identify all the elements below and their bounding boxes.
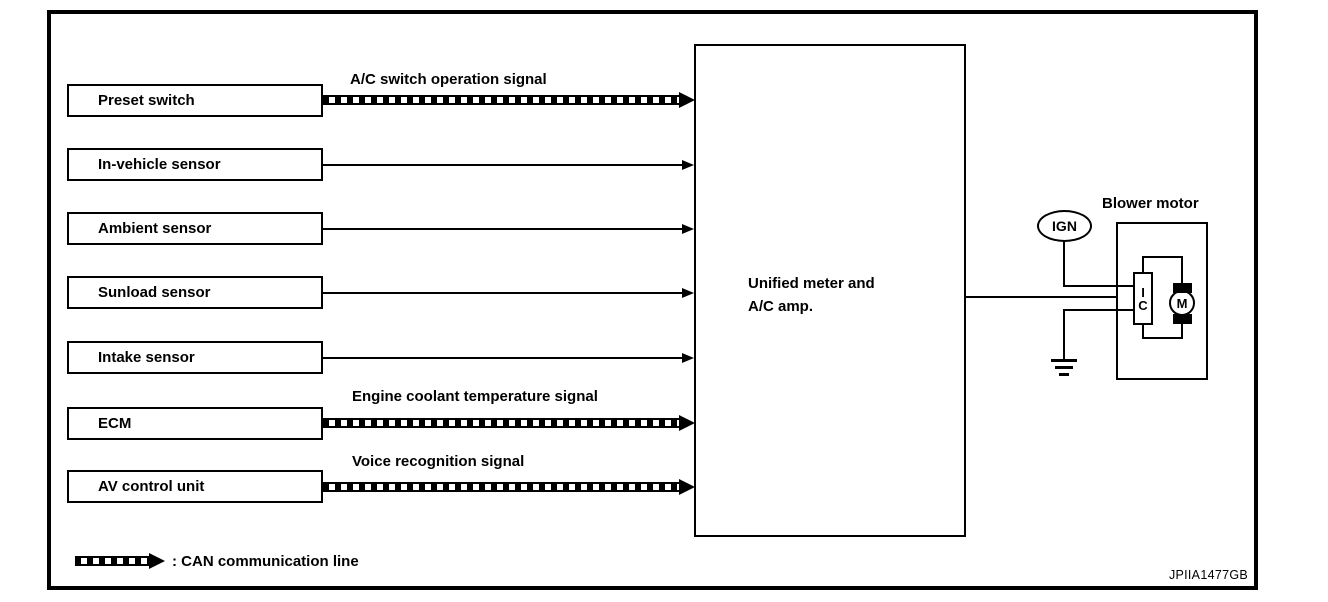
ign-label: IGN xyxy=(1052,218,1077,234)
source-box-ecm: ECM xyxy=(67,407,323,440)
central-unit-label-line2: A/C amp. xyxy=(748,298,814,315)
ign-connector: IGN xyxy=(1037,210,1092,242)
figure-code: JPIIA1477GB xyxy=(1168,568,1248,582)
ground-bar-2 xyxy=(1055,366,1073,369)
source-box-label: ECM xyxy=(98,415,132,432)
legend-can-arrowhead-icon xyxy=(149,553,165,569)
motor-loop-wire-top-left xyxy=(1142,256,1144,273)
source-box-ambient-sensor: Ambient sensor xyxy=(67,212,323,245)
source-box-label: Intake sensor xyxy=(98,349,195,366)
ign-wire-vertical xyxy=(1063,241,1065,287)
ic-label-bottom: C xyxy=(1138,297,1148,313)
source-box-label: Preset switch xyxy=(98,92,195,109)
source-box-label: In-vehicle sensor xyxy=(98,156,221,173)
ground-wire-horizontal xyxy=(1063,309,1135,311)
arrowhead-icon xyxy=(682,353,694,363)
ic-label-top: I xyxy=(1141,284,1145,300)
can-arrowhead-icon xyxy=(679,415,695,431)
motor-brush-top-icon xyxy=(1173,283,1192,293)
signal-line-sunload xyxy=(323,292,683,294)
ground-bar-1 xyxy=(1051,359,1077,362)
signal-line-intake xyxy=(323,357,683,359)
source-box-in-vehicle-sensor: In-vehicle sensor xyxy=(67,148,323,181)
legend-label: : CAN communication line xyxy=(172,553,359,570)
signal-label-voice-recognition: Voice recognition signal xyxy=(352,453,525,470)
ic-block: I C xyxy=(1133,272,1153,325)
arrowhead-icon xyxy=(682,288,694,298)
central-unit-label: Unified meter and A/C amp. xyxy=(748,272,875,318)
signal-line-ambient xyxy=(323,228,683,230)
central-unit-label-line1: Unified meter and xyxy=(748,275,875,292)
motor-loop-wire-bottom xyxy=(1142,337,1183,339)
signal-label-ac-switch: A/C switch operation signal xyxy=(350,71,547,88)
blower-motor-title: Blower motor xyxy=(1102,195,1199,212)
source-box-intake-sensor: Intake sensor xyxy=(67,341,323,374)
motor-circle: M xyxy=(1169,290,1195,316)
can-line-preset-switch xyxy=(323,95,679,105)
arrowhead-icon xyxy=(682,224,694,234)
ground-bar-3 xyxy=(1059,373,1069,376)
can-line-ecm xyxy=(323,418,679,428)
source-box-label: Sunload sensor xyxy=(98,284,211,301)
ground-wire-vertical xyxy=(1063,309,1065,360)
central-unit-box xyxy=(694,44,966,537)
output-wire-to-blower xyxy=(964,296,1135,298)
motor-brush-bottom-icon xyxy=(1173,314,1192,324)
source-box-sunload-sensor: Sunload sensor xyxy=(67,276,323,309)
motor-label: M xyxy=(1176,295,1188,311)
arrowhead-icon xyxy=(682,160,694,170)
source-box-av-control-unit: AV control unit xyxy=(67,470,323,503)
diagram-border xyxy=(47,10,1258,590)
legend-can-line-icon xyxy=(75,556,149,566)
can-line-av-control xyxy=(323,482,679,492)
source-box-label: AV control unit xyxy=(98,478,205,495)
source-box-preset-switch: Preset switch xyxy=(67,84,323,117)
motor-loop-wire-bottom-left xyxy=(1142,324,1144,339)
signal-line-in-vehicle xyxy=(323,164,683,166)
motor-loop-wire-top-right xyxy=(1181,256,1183,284)
source-box-label: Ambient sensor xyxy=(98,220,212,237)
motor-loop-wire-bottom-right xyxy=(1181,322,1183,339)
can-arrowhead-icon xyxy=(679,479,695,495)
signal-label-engine-coolant: Engine coolant temperature signal xyxy=(352,388,598,405)
can-arrowhead-icon xyxy=(679,92,695,108)
motor-loop-wire-top xyxy=(1142,256,1183,258)
ign-wire-horizontal xyxy=(1063,285,1135,287)
